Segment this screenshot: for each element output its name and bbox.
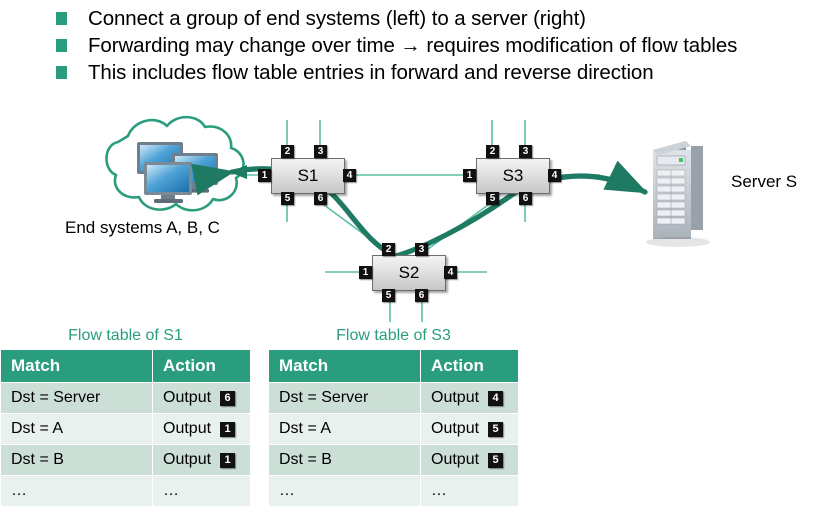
table-row[interactable]: … … xyxy=(0,475,251,507)
switch-s3[interactable]: S3 xyxy=(476,158,550,194)
switch-s3-port-4[interactable]: 4 xyxy=(548,169,561,182)
switch-s2-port-5[interactable]: 5 xyxy=(382,289,395,302)
cell-match: Dst = B xyxy=(0,444,153,476)
cell-action: Output 4 xyxy=(420,382,519,414)
switch-s3-port-3[interactable]: 3 xyxy=(519,145,532,158)
column-header-action: Action xyxy=(152,349,251,383)
switch-s1-port-1[interactable]: 1 xyxy=(258,169,271,182)
switch-s2-port-6[interactable]: 6 xyxy=(415,289,428,302)
table-row[interactable]: Dst = Server Output 6 xyxy=(0,382,251,414)
action-label: Output xyxy=(431,451,480,468)
column-header-match: Match xyxy=(268,349,421,383)
cell-match: Dst = A xyxy=(268,413,421,445)
switch-s3-port-6[interactable]: 6 xyxy=(519,192,532,205)
switch-s2-port-2[interactable]: 2 xyxy=(382,243,395,256)
action-port-chip: 4 xyxy=(488,390,504,406)
bullet-text: This includes flow table entries in forw… xyxy=(88,61,654,84)
flow-table-s3-block: Flow table of S3 Match Action Dst = Serv… xyxy=(268,327,519,507)
cell-action: Output 5 xyxy=(420,444,519,476)
cell-action: … xyxy=(420,475,519,507)
cell-action: Output 6 xyxy=(152,382,251,414)
square-bullet-icon xyxy=(56,12,67,25)
table-row[interactable]: … … xyxy=(268,475,519,507)
table-row[interactable]: Dst = B Output 5 xyxy=(268,444,519,476)
action-label: Output xyxy=(431,389,480,406)
action-port-chip: 6 xyxy=(220,390,236,406)
flow-table-s1-title: Flow table of S1 xyxy=(68,327,183,344)
cell-match: Dst = Server xyxy=(0,382,153,414)
diagram-graphics xyxy=(105,115,710,322)
server-label: Server S xyxy=(731,172,798,191)
action-label: Output xyxy=(163,420,212,437)
switch-s2-port-1[interactable]: 1 xyxy=(359,266,372,279)
square-bullet-icon xyxy=(56,66,67,79)
switch-s1-port-4[interactable]: 4 xyxy=(343,169,356,182)
action-port-chip: 5 xyxy=(488,421,504,437)
switch-s3-label: S3 xyxy=(502,166,524,185)
table-row[interactable]: Dst = A Output 5 xyxy=(268,413,519,445)
cell-match: … xyxy=(268,475,421,507)
action-port-chip: 1 xyxy=(220,421,236,437)
cell-match: Dst = Server xyxy=(268,382,421,414)
flow-arrow-into-cloud xyxy=(229,165,247,179)
action-port-chip: 1 xyxy=(220,452,236,468)
flow-table-s1-block: Flow table of S1 Match Action Dst = Serv… xyxy=(0,327,251,507)
square-bullet-icon xyxy=(56,39,67,52)
cell-match: … xyxy=(0,475,153,507)
column-header-match: Match xyxy=(0,349,153,383)
action-label: Output xyxy=(163,451,212,468)
link-lines xyxy=(230,120,600,322)
switch-s1-port-2[interactable]: 2 xyxy=(281,145,294,158)
action-port-chip: 5 xyxy=(488,452,504,468)
switch-s1[interactable]: S1 xyxy=(271,158,345,194)
action-label: Output xyxy=(163,389,212,406)
end-systems-label: End systems A, B, C xyxy=(65,218,220,237)
switch-s3-port-2[interactable]: 2 xyxy=(486,145,499,158)
cell-match: Dst = A xyxy=(0,413,153,445)
table-row[interactable]: Dst = A Output 1 xyxy=(0,413,251,445)
bullet-item: Connect a group of end systems (left) to… xyxy=(56,6,586,31)
switch-s1-port-5[interactable]: 5 xyxy=(281,192,294,205)
cell-action: Output 1 xyxy=(152,413,251,445)
cell-action: Output 5 xyxy=(420,413,519,445)
flow-table-s1: Match Action Dst = Server Output 6 Dst =… xyxy=(0,349,251,507)
bullet-item: This includes flow table entries in forw… xyxy=(56,60,654,85)
switch-s1-label: S1 xyxy=(297,166,319,185)
table-row[interactable]: Dst = B Output 1 xyxy=(0,444,251,476)
table-header-row: Match Action xyxy=(0,349,251,383)
cell-action: … xyxy=(152,475,251,507)
bullet-text: Forwarding may change over time → requir… xyxy=(88,34,738,57)
cell-action: Output 1 xyxy=(152,444,251,476)
cell-match: Dst = B xyxy=(268,444,421,476)
bullet-item: Forwarding may change over time → requir… xyxy=(56,33,737,58)
switch-s3-port-5[interactable]: 5 xyxy=(486,192,499,205)
flow-table-s3: Match Action Dst = Server Output 4 Dst =… xyxy=(268,349,519,507)
switch-s2-port-4[interactable]: 4 xyxy=(444,266,457,279)
server-icon xyxy=(646,141,710,247)
switch-s1-port-3[interactable]: 3 xyxy=(314,145,327,158)
bullet-text: Connect a group of end systems (left) to… xyxy=(88,7,586,30)
flow-path-s2-to-s3 xyxy=(389,189,519,260)
table-row[interactable]: Dst = Server Output 4 xyxy=(268,382,519,414)
switch-s3-port-1[interactable]: 1 xyxy=(463,169,476,182)
network-diagram: End systems A, B, C Server S S1 1 2 3 4 … xyxy=(0,100,828,325)
table-header-row: Match Action xyxy=(268,349,519,383)
switch-s2[interactable]: S2 xyxy=(372,255,446,291)
action-label: Output xyxy=(431,420,480,437)
switch-s2-label: S2 xyxy=(398,263,420,282)
flow-table-s3-title: Flow table of S3 xyxy=(336,327,451,344)
column-header-action: Action xyxy=(420,349,519,383)
switch-s2-port-3[interactable]: 3 xyxy=(415,243,428,256)
switch-s1-port-6[interactable]: 6 xyxy=(314,192,327,205)
